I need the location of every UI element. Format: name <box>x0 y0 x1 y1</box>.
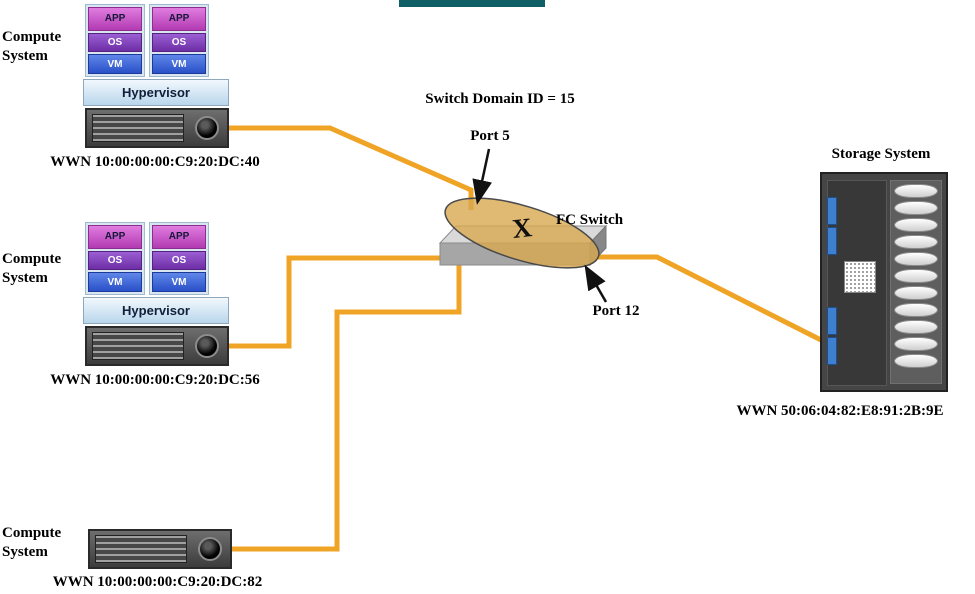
storage-rack <box>820 172 948 392</box>
compute-system-2-label: Compute System <box>2 251 62 286</box>
fc-cable-host3 <box>232 262 462 552</box>
storage-wwn-label: WWN 50:06:04:82:E8:91:2B:9E <box>736 403 944 419</box>
disk-icon <box>894 235 938 249</box>
blue-connector-bar <box>827 197 837 225</box>
os-box: OS <box>88 32 142 53</box>
os-box: OS <box>88 250 142 271</box>
app-box: APP <box>88 7 142 31</box>
os-box: OS <box>152 32 206 53</box>
server-grille <box>92 332 184 360</box>
power-button-icon <box>198 537 222 561</box>
disk-icon <box>894 337 938 351</box>
port5-label: Port 5 <box>470 128 510 144</box>
wwn-label-host2: WWN 10:00:00:00:C9:20:DC:56 <box>50 372 260 388</box>
server-grille <box>92 114 184 142</box>
server-chassis <box>88 529 232 569</box>
cropped-banner <box>399 0 545 7</box>
wwn-label-host3: WWN 10:00:00:00:C9:20:DC:82 <box>52 574 263 590</box>
vm-box: VM <box>152 272 206 292</box>
blue-connector-bar <box>827 227 837 255</box>
vm-stack: APP OS VM <box>85 4 145 77</box>
storage-title: Storage System <box>831 146 931 162</box>
wwn-label-host1: WWN 10:00:00:00:C9:20:DC:40 <box>50 154 260 170</box>
port12-label: Port 12 <box>592 303 640 319</box>
app-box: APP <box>152 7 206 31</box>
power-button-icon <box>195 334 219 358</box>
disk-icon <box>894 286 938 300</box>
compute-system-3-label: Compute System <box>2 525 62 560</box>
zone-ellipse <box>444 197 600 269</box>
server-chassis <box>85 326 229 366</box>
disk-icon <box>894 354 938 368</box>
power-button-icon <box>195 116 219 140</box>
disk-icon <box>894 303 938 317</box>
disk-icon <box>894 269 938 283</box>
fc-cable-storage <box>588 254 823 343</box>
disk-icon <box>894 218 938 232</box>
vm-box: VM <box>88 272 142 292</box>
vm-stack: APP OS VM <box>85 222 145 295</box>
vm-stack: APP OS VM <box>149 222 209 295</box>
x-mark: X <box>510 212 534 244</box>
disk-icon <box>894 201 938 215</box>
fc-switch-label: FC Switch <box>556 212 624 228</box>
app-box: APP <box>152 225 206 249</box>
hypervisor-bar: Hypervisor <box>83 79 229 106</box>
vent-grid-icon <box>844 261 876 293</box>
vm-box: VM <box>152 54 206 74</box>
blue-connector-bar <box>827 307 837 335</box>
os-box: OS <box>152 250 206 271</box>
server-chassis <box>85 108 229 148</box>
disk-icon <box>894 184 938 198</box>
blue-connector-bar <box>827 337 837 365</box>
server-grille <box>95 535 187 563</box>
rack-right-panel <box>890 180 942 384</box>
vm-box: VM <box>88 54 142 74</box>
compute-system-1-label: Compute System <box>2 29 62 64</box>
port12-arrow <box>584 264 608 303</box>
disk-icon <box>894 320 938 334</box>
rack-left-panel <box>827 180 887 386</box>
switch-domain-label: Switch Domain ID = 15 <box>425 91 575 107</box>
port5-arrow <box>472 148 492 205</box>
hypervisor-bar: Hypervisor <box>83 297 229 324</box>
app-box: APP <box>88 225 142 249</box>
disk-icon <box>894 252 938 266</box>
fc-cable-host2 <box>229 255 450 349</box>
vm-stack: APP OS VM <box>149 4 209 77</box>
